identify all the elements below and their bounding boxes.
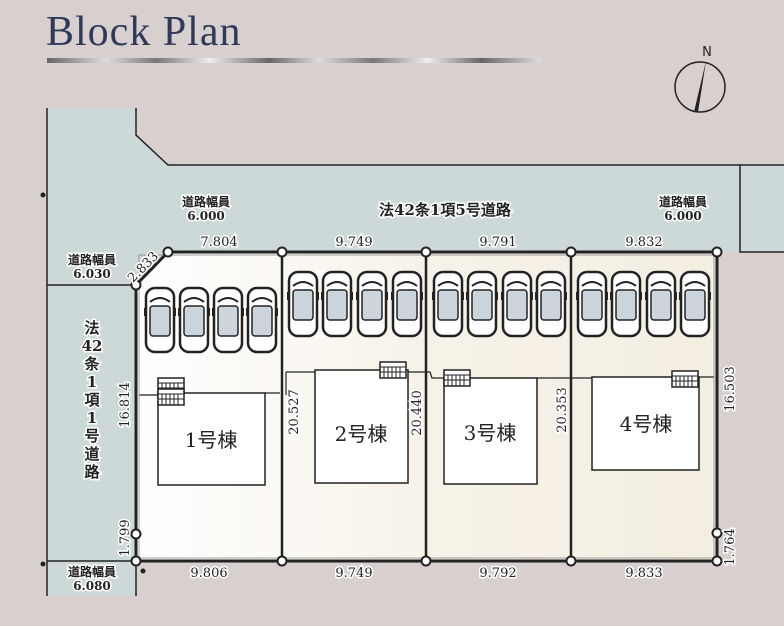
building-label: 2号棟 [335, 422, 388, 446]
buildings: 1号棟 2号棟 3号棟 4号棟 [157, 361, 700, 486]
car-icon [210, 286, 246, 354]
dimension-label: 16.503 [723, 366, 738, 412]
car-icon [244, 286, 280, 354]
car-icon [389, 270, 425, 338]
left-road-name: 法 42 条 1 項 1 号 道 路 [80, 318, 104, 483]
building-2 [314, 369, 409, 484]
dimension-label: 9.791 [479, 235, 516, 250]
dimension-label: 9.806 [190, 566, 227, 581]
dimension-label: 道 [84, 445, 99, 463]
car-icon [176, 286, 212, 354]
car-icon [142, 286, 178, 354]
page-title: Block Plan [46, 9, 242, 55]
dimension-label: 1.799 [118, 519, 133, 556]
dimension-label: 9.792 [479, 566, 516, 581]
car-icon [430, 270, 466, 338]
building-1 [157, 392, 266, 486]
plan-shape [711, 527, 723, 539]
dimension-label: 法 [84, 319, 99, 337]
plan-shape [130, 555, 142, 567]
building-label: 1号棟 [185, 428, 238, 452]
car-icon [643, 270, 679, 338]
dimension-label: 6.000 [664, 209, 702, 223]
ac-unit-icon [443, 369, 471, 387]
ac-unit-icon [671, 370, 699, 388]
dimension-label: 6.080 [73, 579, 111, 593]
plan-shape [711, 555, 723, 567]
dimension-label: 道路幅員 [182, 194, 230, 209]
dimension-label: 1 [87, 409, 97, 427]
dimension-label: 路 [84, 463, 100, 481]
plan-shape [130, 279, 142, 291]
dimension-label: 9.833 [625, 566, 662, 581]
plan-shape [130, 528, 142, 540]
north-arrow-icon: N [674, 45, 726, 113]
car-icon [499, 270, 535, 338]
dimension-label: 道路幅員 [68, 564, 116, 579]
car-icon [533, 270, 569, 338]
building-3 [443, 377, 538, 485]
dimension-label: 道路幅員 [659, 194, 707, 209]
plan-shape [420, 555, 432, 567]
plan-shape [162, 246, 174, 258]
dimension-label: 20.440 [410, 390, 425, 436]
dimension-label: 16.814 [118, 382, 133, 428]
dimension-label: 42 [82, 337, 103, 355]
plan-shape [711, 246, 723, 258]
dimension-label: 号 [84, 427, 99, 445]
dimension-label: N [702, 45, 712, 60]
building-label: 3号棟 [464, 421, 517, 445]
plan-shape [276, 246, 288, 258]
plan-shape [40, 561, 46, 567]
plan-shape [40, 192, 46, 198]
car-icon [319, 270, 355, 338]
dimension-label: 6.030 [73, 267, 111, 281]
dimension-label: 条 [83, 355, 100, 373]
car-icon [677, 270, 713, 338]
title-underline [47, 58, 541, 63]
building-4 [591, 376, 700, 471]
dimension-label: 9.832 [625, 235, 662, 250]
ac-unit-icon [379, 361, 407, 379]
ac-unit-icon [157, 388, 185, 406]
car-icon [574, 270, 610, 338]
dimension-label: 9.749 [335, 235, 372, 250]
dimension-label: 9.749 [335, 566, 372, 581]
dimension-label: 20.527 [287, 389, 302, 435]
building-label: 4号棟 [620, 412, 673, 436]
dimension-label: 20.353 [555, 387, 570, 433]
plan-shape [565, 246, 577, 258]
plan-shape [140, 568, 146, 574]
top-road-name: 法42条1項5号道路 [379, 201, 512, 219]
boundary-markers [130, 246, 723, 567]
plan-shape [420, 246, 432, 258]
dimension-label: 6.000 [187, 209, 225, 223]
car-icon [464, 270, 500, 338]
dimension-label: 7.804 [200, 235, 237, 250]
dimension-label: 項 [84, 391, 100, 409]
car-icon [285, 270, 321, 338]
car-icon [354, 270, 390, 338]
dimension-label: 1 [87, 373, 97, 391]
plan-shape [276, 555, 288, 567]
car-icon [608, 270, 644, 338]
dimension-label: 道路幅員 [68, 252, 116, 267]
plan-shape [565, 555, 577, 567]
dimension-label: 1.764 [723, 528, 738, 565]
